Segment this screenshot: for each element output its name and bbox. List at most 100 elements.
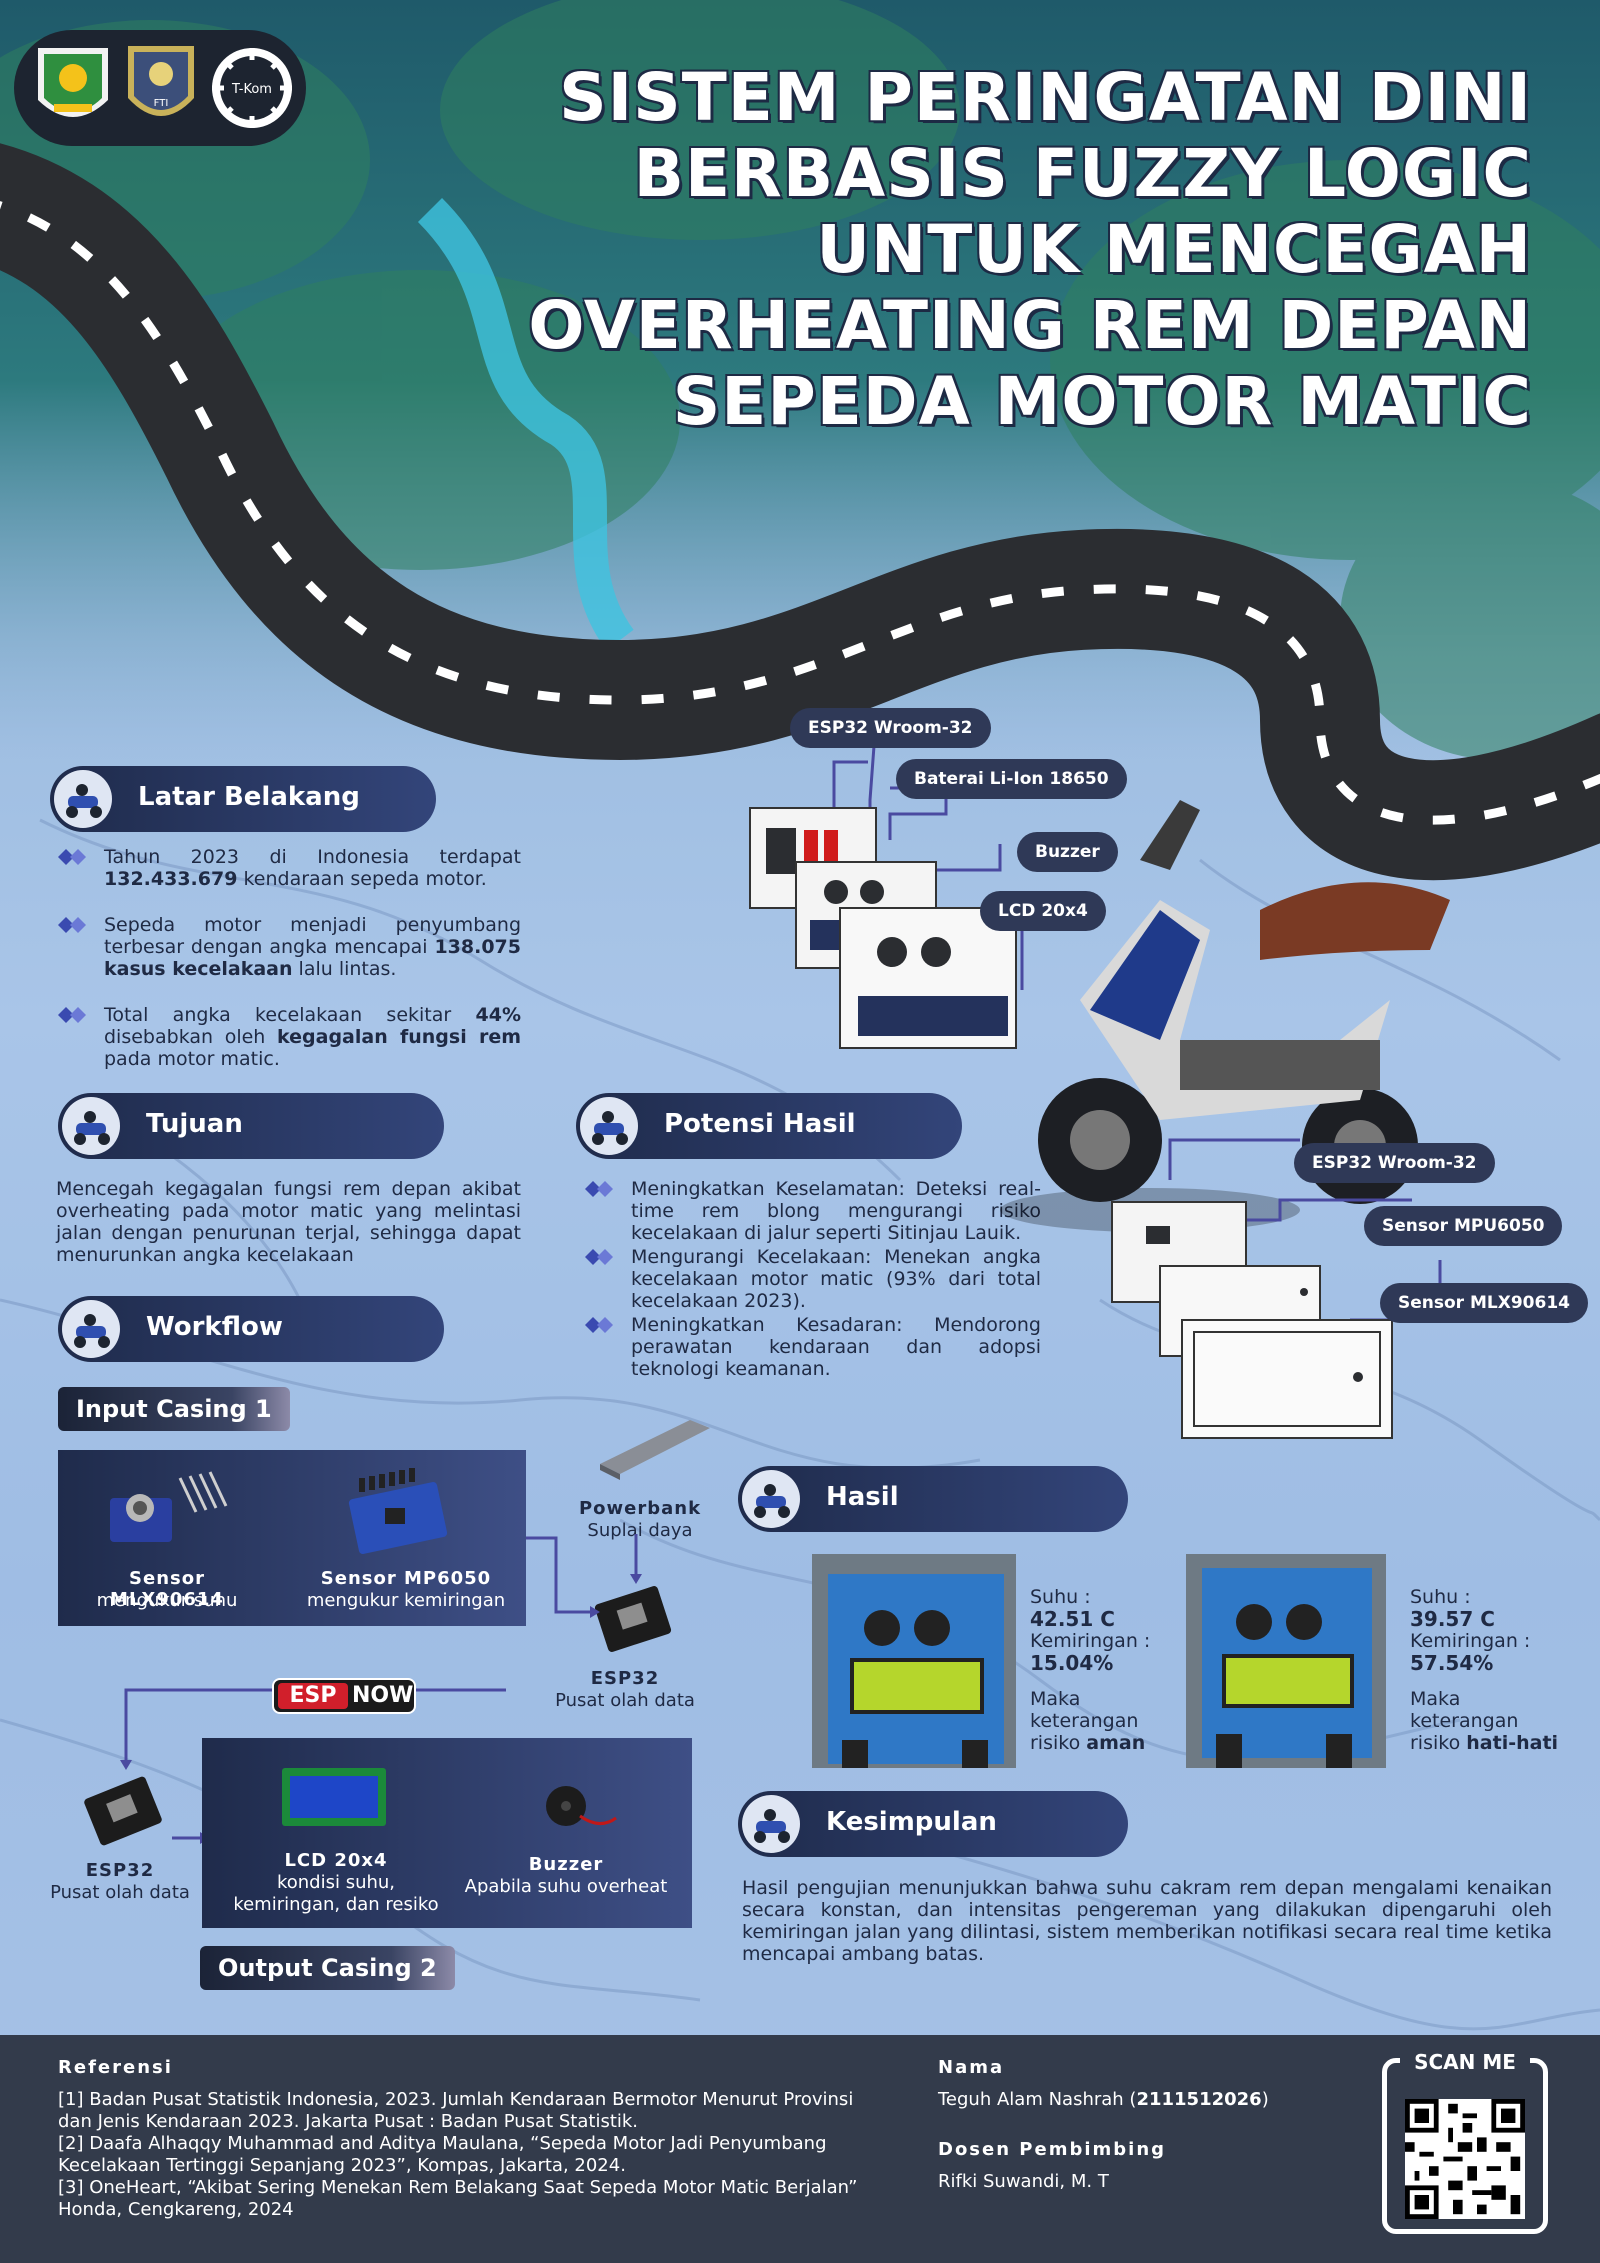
result-photo-1	[812, 1554, 1016, 1768]
suhu-value: 42.51 C	[1030, 1607, 1115, 1631]
mlx-sensor-icon	[110, 1471, 228, 1542]
dosen-name: Rifki Suwandi, M. T	[938, 2171, 1109, 2192]
section-header-hasil: Hasil	[738, 1466, 1128, 1532]
callout-baterai: Baterai Li-Ion 18650	[896, 759, 1127, 799]
bullet-text: Tahun 2023 di Indonesia terdapat	[104, 846, 521, 868]
ket-text: keterangan	[1030, 1710, 1139, 1732]
output-casing-label: Output Casing 2	[200, 1946, 455, 1990]
tkom-logo: T-Kom	[212, 48, 292, 128]
scooter-icon	[742, 1795, 800, 1853]
esp32b-title: ESP32	[85, 1860, 155, 1881]
scooter-icon	[62, 1300, 120, 1358]
dosen-heading: Dosen Pembimbing	[938, 2139, 1167, 2160]
sensor2-title: Sensor MP6050	[320, 1568, 492, 1589]
diamond-bullet-icon	[58, 849, 86, 865]
esp32-icon	[594, 1586, 672, 1652]
reference-item: [3] OneHeart, “Akibat Sering Menekan Rem…	[58, 2177, 858, 2220]
potensi-bullets: Meningkatkan Keselamatan: Deteksi real-t…	[585, 1178, 1041, 1404]
risk-value: hati-hati	[1466, 1732, 1559, 1754]
diamond-bullet-icon	[585, 1181, 613, 1197]
faculty-logo: FTI	[128, 46, 194, 116]
bullet-bold: kegagalan fungsi rem	[277, 1026, 521, 1048]
section-title: Tujuan	[146, 1109, 243, 1139]
bullet-text: disebabkan oleh	[104, 1026, 278, 1048]
ket-text: Maka	[1030, 1688, 1081, 1710]
student-name-text: Teguh Alam Nashrah	[938, 2089, 1124, 2110]
section-title: Latar Belakang	[138, 782, 360, 812]
bullet-text: pada motor matic.	[104, 1048, 280, 1070]
risk-value: aman	[1086, 1732, 1146, 1754]
tkom-logo-text: T-Kom	[231, 82, 272, 97]
scooter-icon	[54, 770, 112, 828]
buzzer-icon	[546, 1786, 617, 1826]
espnow-now: NOW	[352, 1683, 414, 1708]
title-line: SEPEDA MOTOR MATIC	[672, 363, 1532, 440]
latar-bullet: Tahun 2023 di Indonesia terdapat 132.433…	[58, 846, 521, 890]
scan-me-label: SCAN ME	[1400, 2050, 1530, 2076]
input-casing-label: Input Casing 1	[58, 1387, 290, 1431]
casing-box	[1181, 1319, 1393, 1439]
buzzer-sub: Apabila suhu overheat	[464, 1876, 668, 1897]
poster-title: SISTEM PERINGATAN DINI BERBASIS FUZZY LO…	[382, 60, 1532, 440]
lcd-title: LCD 20x4	[284, 1850, 388, 1871]
ket-text: keterangan	[1410, 1710, 1519, 1732]
diamond-bullet-icon	[585, 1249, 613, 1265]
bullet-text: Sepeda motor menjadi penyumbang terbesar…	[104, 914, 521, 958]
kemiringan-label: Kemiringan :	[1410, 1630, 1531, 1652]
mpu-sensor-icon	[348, 1468, 448, 1554]
sensor1-sub: mengukur suhu	[96, 1590, 238, 1611]
esp32a-title: ESP32	[590, 1668, 660, 1689]
result-2-text: Suhu : 39.57 C Kemiringan : 57.54% Maka …	[1410, 1586, 1570, 1754]
espnow-badge: ESP NOW	[272, 1678, 416, 1714]
section-title: Workflow	[146, 1312, 283, 1342]
kemiringan-value: 57.54%	[1410, 1651, 1494, 1675]
callout-lcd: LCD 20x4	[980, 891, 1106, 931]
latar-bullet: Total angka kecelakaan sekitar 44% diseb…	[58, 1004, 521, 1070]
section-title: Kesimpulan	[826, 1807, 997, 1837]
bullet-text: lalu lintas.	[292, 958, 397, 980]
latar-bullet: Sepeda motor menjadi penyumbang terbesar…	[58, 914, 521, 980]
sensor2-sub: mengukur kemiringan	[306, 1590, 506, 1611]
result-1-text: Suhu : 42.51 C Kemiringan : 15.04% Maka …	[1030, 1586, 1170, 1754]
sensor1-title: Sensor MLX90614	[110, 1568, 224, 1610]
scooter-icon	[580, 1097, 638, 1155]
suhu-label: Suhu :	[1410, 1586, 1471, 1608]
tujuan-text: Mencegah kegagalan fungsi rem depan akib…	[56, 1178, 521, 1266]
potensi-bullet: Mengurangi Kecelakaan: Menekan angka kec…	[585, 1246, 1041, 1312]
esp32b-sub: Pusat olah data	[50, 1882, 190, 1903]
section-title: Potensi Hasil	[664, 1109, 856, 1139]
ket-text: Maka	[1410, 1688, 1461, 1710]
diamond-bullet-icon	[58, 1007, 86, 1023]
reference-item: [2] Daafa Alhaqqy Muhammad and Aditya Ma…	[58, 2133, 827, 2176]
reference-item: [1] Badan Pusat Statistik Indonesia, 202…	[58, 2089, 854, 2132]
logo-bar: FTI T-Kom	[14, 30, 306, 146]
kemiringan-value: 15.04%	[1030, 1651, 1114, 1675]
powerbank-icon	[600, 1420, 710, 1480]
callout-esp32-bottom: ESP32 Wroom-32	[1294, 1143, 1495, 1183]
esp32a-sub: Pusat olah data	[555, 1690, 695, 1711]
suhu-label: Suhu :	[1030, 1586, 1091, 1608]
latar-bullets: Tahun 2023 di Indonesia terdapat 132.433…	[58, 846, 521, 1094]
scooter-illustration	[1000, 800, 1450, 1232]
faculty-logo-text: FTI	[154, 98, 169, 109]
qr-code-icon[interactable]	[1405, 2099, 1525, 2219]
hardware-diagram	[749, 744, 1450, 1439]
kemiringan-label: Kemiringan :	[1030, 1630, 1151, 1652]
callout-esp32-top: ESP32 Wroom-32	[790, 708, 991, 748]
ket-text: risiko	[1030, 1732, 1081, 1754]
nama-heading: Nama	[938, 2057, 1005, 2078]
section-header-tujuan: Tujuan	[58, 1093, 444, 1159]
title-line: SISTEM PERINGATAN DINI	[559, 59, 1532, 136]
kesimpulan-text: Hasil pengujian menunjukkan bahwa suhu c…	[742, 1877, 1552, 1965]
buzzer-title: Buzzer	[528, 1854, 604, 1875]
lcd-icon	[282, 1768, 386, 1826]
university-logo	[38, 48, 108, 117]
qr-frame	[1382, 2058, 1548, 2234]
title-line: UNTUK MENCEGAH	[816, 211, 1532, 288]
diamond-bullet-icon	[585, 1317, 613, 1333]
student-name: Teguh Alam Nashrah (2111512026)	[938, 2089, 1269, 2110]
scooter-icon	[742, 1470, 800, 1528]
casing-box	[839, 907, 1017, 1049]
bullet-text: Mengurangi Kecelakaan: Menekan angka kec…	[631, 1246, 1041, 1312]
